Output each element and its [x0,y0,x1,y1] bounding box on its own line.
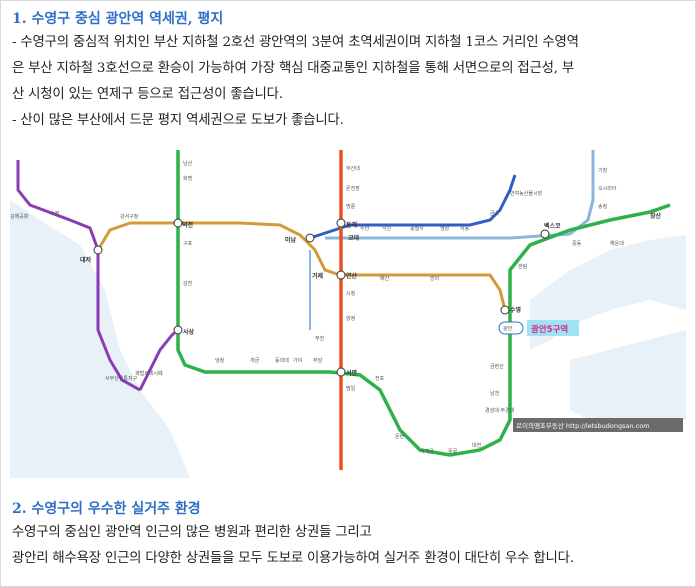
section-2-body: 수영구의 중심인 광안역 인근의 많은 병원과 편리한 상권들 그리고 광안리 … [12,520,684,572]
station-label: 강서구청 [120,213,138,220]
section-2-line: 광안리 해수욕장 인근의 다양한 상권들을 모두 도보로 이용가능하여 실거주 … [12,551,574,566]
station-label: 명륜 [346,203,356,210]
dongnae-station-marker [336,218,346,228]
sasang-station-marker [173,325,183,335]
sea-area-2 [570,330,686,430]
station-label: 연산 [346,272,358,280]
station-label: 서부산유통지구 [105,375,138,382]
station-label: 중동 [572,241,582,247]
station-label: 온천장 [346,185,360,192]
section-2-line: 수영구의 중심인 광안역 인근의 많은 병원과 편리한 상권들 그리고 [12,525,372,540]
minam-station-marker [305,233,315,243]
station-label: 수정 [50,210,59,217]
station-label: 거제 [312,272,324,280]
station-label: 대저 [80,256,91,264]
station-label: 오시리아 [598,185,617,192]
station-label: 개금 [250,357,260,364]
gwangan-station-label: 광안 [503,325,513,332]
section-1-line: - 산이 많은 부산에서 드문 평지 역세권으로 도보가 좋습니다. [12,113,344,128]
station-label: 대연 [472,442,482,449]
suyeong-station-marker [500,305,510,315]
station-label: 문현 [395,433,405,440]
station-label: 경성대·부경대 [485,407,515,414]
station-label: 가야 [293,357,303,364]
station-label: 미남 [285,236,297,244]
station-label: 범일 [346,385,356,392]
highlight-box [527,320,579,336]
station-label: 센텀 [518,263,527,270]
station-label: 금련산 [490,363,504,370]
station-label: 남천 [490,390,500,397]
station-label: 구포 [183,241,193,247]
line-2 [176,150,671,457]
section-1-title: 1. 수영구 중심 광안역 역세권, 평지 [12,11,224,27]
station-label: 수영 [510,306,521,314]
station-label: 화명 [183,175,192,182]
seomyeon-station-marker [336,367,346,377]
line-3 [96,221,507,311]
daejeo-station-marker [93,245,103,255]
section-2-title: 2. 수영구의 우수한 실거주 환경 [12,501,201,517]
watermark-box [513,418,683,432]
station-label: 장산 [650,212,662,220]
station-label: 교대 [348,234,360,242]
station-label: 기장 [598,167,608,174]
section-1-line: 산 시청이 있는 연제구 등으로 접근성이 좋습니다. [12,87,283,102]
station-label: 부산대 [346,165,360,172]
station-label: 남산 [183,160,193,167]
station-label: 해운대 [610,240,624,247]
station-label: 서면 [346,369,357,377]
station-label: 낙민 [382,225,392,232]
station-label: 동의대 [275,357,289,364]
section-1-line: 은 부산 지하철 3호선으로 환승이 가능하여 가장 핵심 대중교통인 지하철을… [12,61,575,76]
station-label: 수안 [360,225,370,232]
station-label: 부암 [313,357,323,364]
line-4 [309,174,517,240]
gimhae-line [16,160,141,392]
station-label: 망미 [430,275,439,282]
station-label: 부전 [315,335,325,342]
bexco-station-marker [540,229,550,239]
yeonsan-station-marker [336,270,346,280]
station-label: 감전 [183,280,193,287]
station-label: 시청 [346,291,355,297]
station-label: 전포 [375,375,385,382]
station-label: 명장 [440,225,450,232]
station-label: 충렬사 [410,225,424,232]
station-label: 괘법르네시떼 [135,370,163,377]
station-label: 송정 [598,203,607,210]
station-label: 사상 [183,328,195,336]
station-label: 양정 [346,315,355,322]
station-label: 김해공항 [10,213,29,220]
station-label: 동래 [346,221,358,229]
station-label: 지게골 [420,448,434,455]
section-1-line: - 수영구의 중심적 위치인 부산 지하철 2호선 광안역의 3분여 초역세권이… [12,35,579,50]
section-1-body: - 수영구의 중심적 위치인 부산 지하철 2호선 광안역의 3분여 초역세권이… [12,30,684,134]
watermark-text: 로이의땡초부동산 http://letsbudongsan.com [516,421,650,430]
highlight-label: 광안5구역 [531,324,568,335]
station-label: 서동 [460,225,470,232]
station-label: 덕천 [182,221,194,229]
deokcheon-station-marker [173,218,183,228]
station-label: 반여농산물시장 [510,190,543,197]
station-label: 냉정 [215,357,224,364]
subway-map: 덕천 사상 동래 연산 서면 미남 수영 대저 거제 교대 벡스코 장산 부전 … [10,150,686,478]
gwangan-station-badge [498,321,524,335]
station-label: 금사 [490,210,500,217]
station-label: 배산 [380,275,390,282]
station-label: 벡스코 [544,222,561,230]
station-label: 못골 [448,449,458,455]
